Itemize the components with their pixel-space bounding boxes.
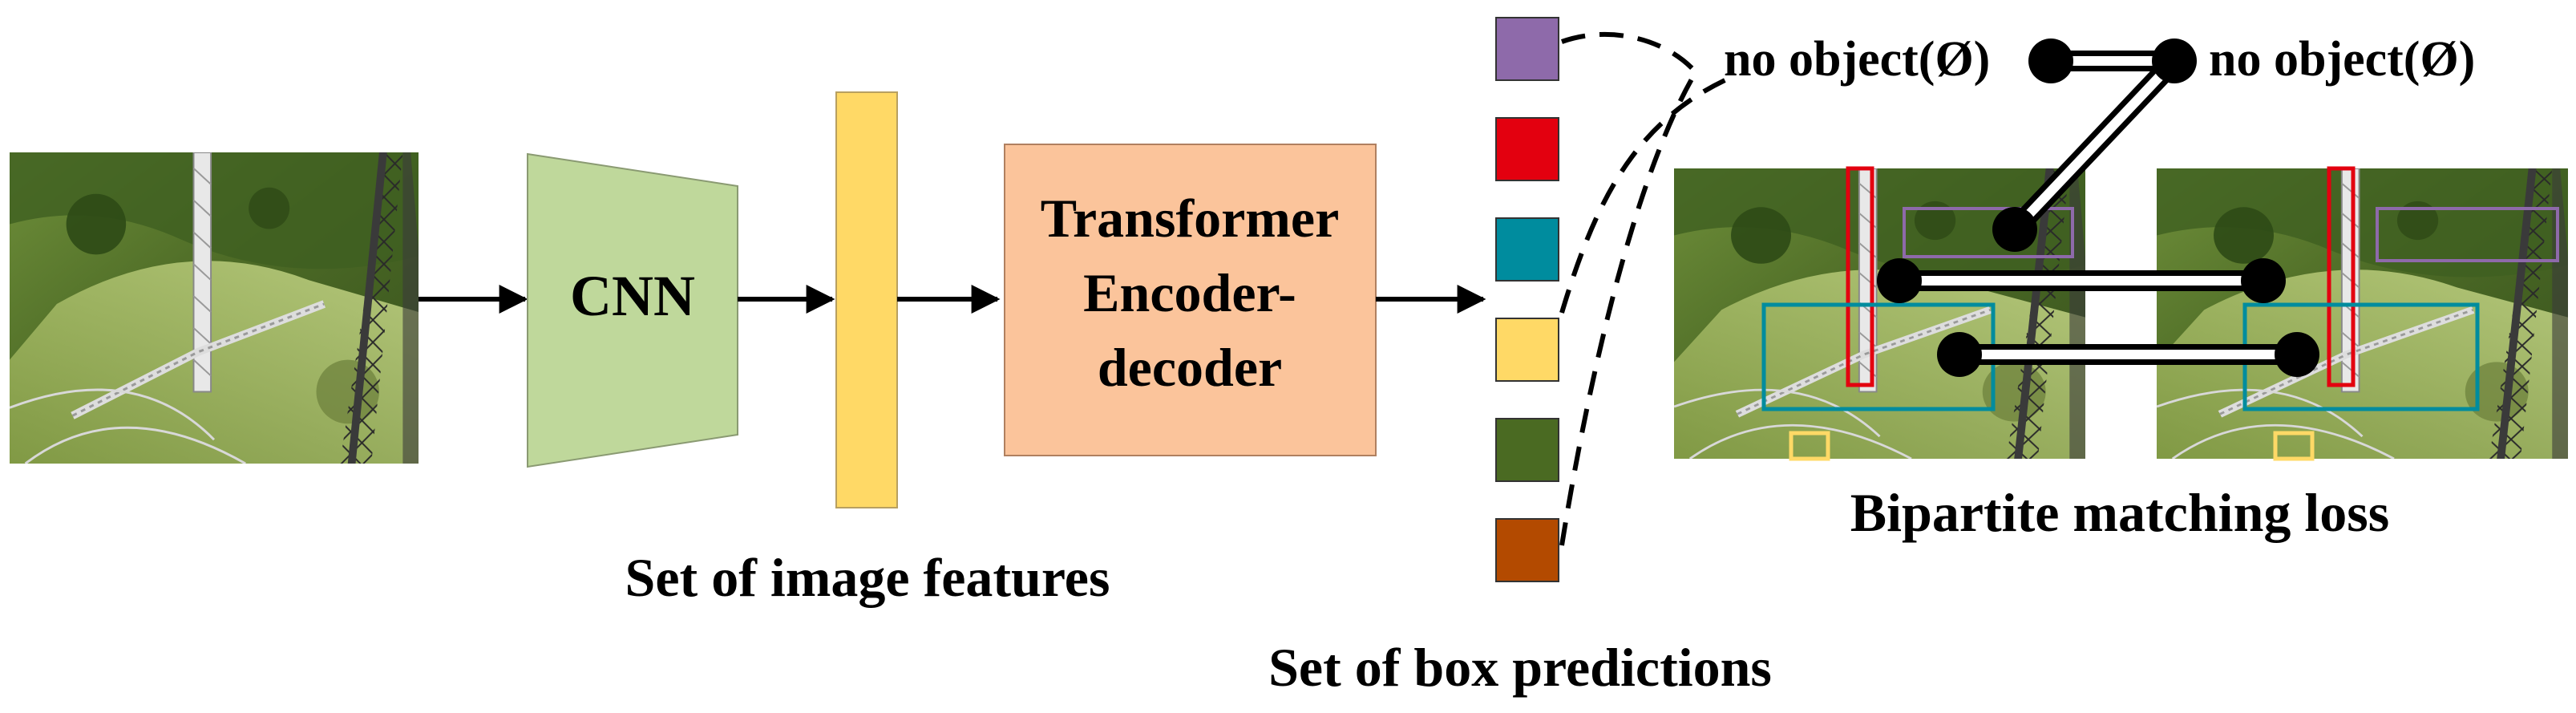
transformer-box [1004, 144, 1377, 456]
match-node [2152, 38, 2197, 83]
gt-box-yellow [2273, 431, 2315, 461]
bipartite-matching-caption: Bipartite matching loss [1850, 482, 2389, 543]
match-node [2275, 332, 2319, 377]
gt-box-red [2327, 166, 2356, 387]
cnn-label: CNN [570, 264, 695, 328]
match-node [2241, 258, 2286, 303]
prediction-slot-yellow [1495, 318, 1559, 382]
match-node [2028, 38, 2073, 83]
dashed-connectors [1559, 31, 1733, 546]
box-predictions-caption: Set of box predictions [1268, 637, 1772, 698]
dashed-connector-inner [1559, 75, 1733, 314]
prediction-slots [1495, 17, 1559, 582]
pred-box-purple [1903, 207, 2074, 258]
gt-box-purple [2376, 207, 2559, 262]
no-object-label-right: no object(Ø) [2209, 32, 2475, 87]
image-features-caption: Set of image features [625, 547, 1110, 608]
match-node [1937, 332, 1982, 377]
prediction-slot-red [1495, 117, 1559, 181]
match-link-diagonal [2004, 51, 2185, 240]
transformer-label-line-3: decoder [1098, 337, 1282, 398]
match-node [1877, 258, 1922, 303]
image-feature-bar [835, 91, 898, 508]
prediction-slot-orange [1495, 518, 1559, 582]
match-node [1992, 207, 2037, 252]
prediction-slot-green [1495, 418, 1559, 482]
cnn-block: CNN [527, 152, 738, 468]
transformer-label-line-1: Transformer [1041, 188, 1340, 249]
input-image [10, 152, 419, 464]
transformer-label-line-2: Encoder- [1083, 262, 1296, 323]
pred-box-yellow [1789, 431, 1830, 461]
prediction-slot-purple [1495, 17, 1559, 81]
prediction-image [1674, 166, 2085, 461]
ground-truth-image [2157, 166, 2568, 461]
cnn-trapezoid [527, 152, 738, 468]
matching-links [1877, 38, 2319, 377]
dashed-connector-outer [1559, 31, 1699, 546]
pred-box-red [1846, 166, 1874, 387]
no-object-label-left: no object(Ø) [1724, 32, 1990, 87]
transformer-block: Transformer Encoder- decoder [1004, 144, 1377, 456]
prediction-slot-teal [1495, 217, 1559, 282]
